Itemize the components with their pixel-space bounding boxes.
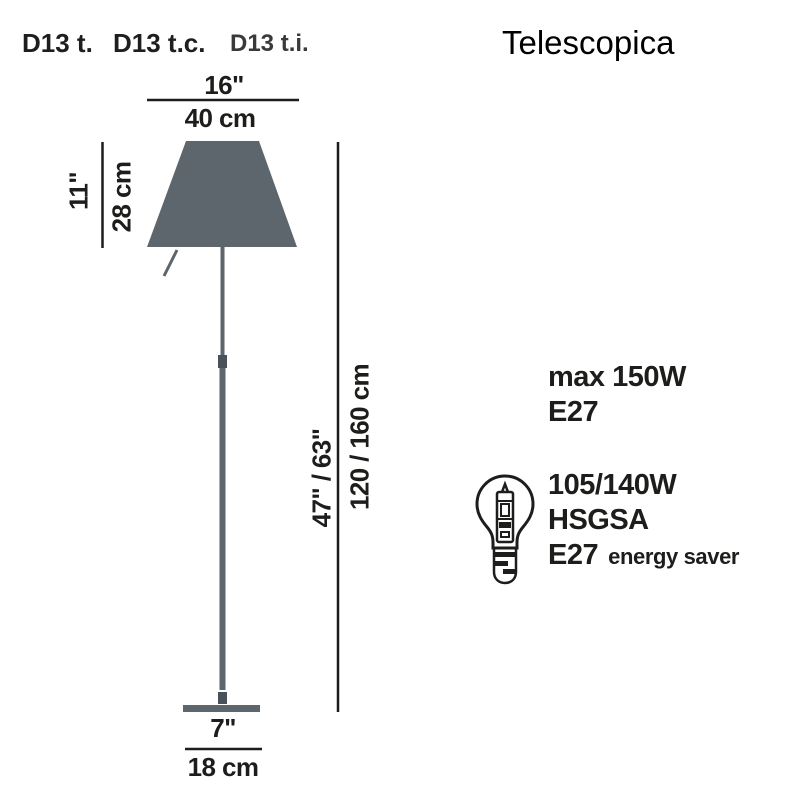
- lamp-stem-lower: [219, 368, 226, 690]
- dim-shade-diameter-in: 16": [204, 70, 244, 100]
- halogen-bulb-icon: [475, 474, 535, 585]
- spec-incandescent: max 150W E27: [548, 360, 686, 430]
- product-title: Telescopica: [502, 24, 675, 61]
- spec-halogen-power: 105/140W: [548, 469, 677, 501]
- model-code-2: D13 t.c.: [113, 28, 206, 58]
- model-code-1: D13 t.: [22, 28, 93, 58]
- lamp-shade: [147, 141, 297, 247]
- lamp-stem-upper: [220, 247, 225, 355]
- spec-incandescent-power: max 150W: [548, 361, 686, 393]
- spec-halogen-note: energy saver: [608, 544, 740, 569]
- dim-lamp-height-in: 47" / 63": [306, 428, 337, 528]
- dim-shade-diameter-cm: 40 cm: [184, 103, 256, 133]
- dim-shade-height-in: 11": [63, 171, 94, 211]
- dim-shade-height-cm: 28 cm: [106, 161, 137, 233]
- lamp-base-plate: [183, 705, 260, 712]
- spec-incandescent-socket: E27: [548, 396, 599, 428]
- model-code-3: D13 t.i.: [230, 30, 309, 57]
- lamp-adjust-rod: [162, 249, 179, 277]
- spec-halogen: 105/140W HSGSA E27 energy saver: [548, 468, 739, 574]
- lamp-telescopic-joint: [218, 355, 227, 368]
- spec-halogen-socket: E27: [548, 539, 599, 571]
- dim-lamp-height-cm: 120 / 160 cm: [344, 363, 375, 511]
- lamp-base-joint: [218, 692, 227, 704]
- dim-base-width-cm: 18 cm: [187, 752, 259, 782]
- spec-halogen-socket-row: E27 energy saver: [548, 538, 739, 574]
- dim-base-width-in: 7": [210, 713, 236, 743]
- spec-halogen-type: HSGSA: [548, 504, 649, 536]
